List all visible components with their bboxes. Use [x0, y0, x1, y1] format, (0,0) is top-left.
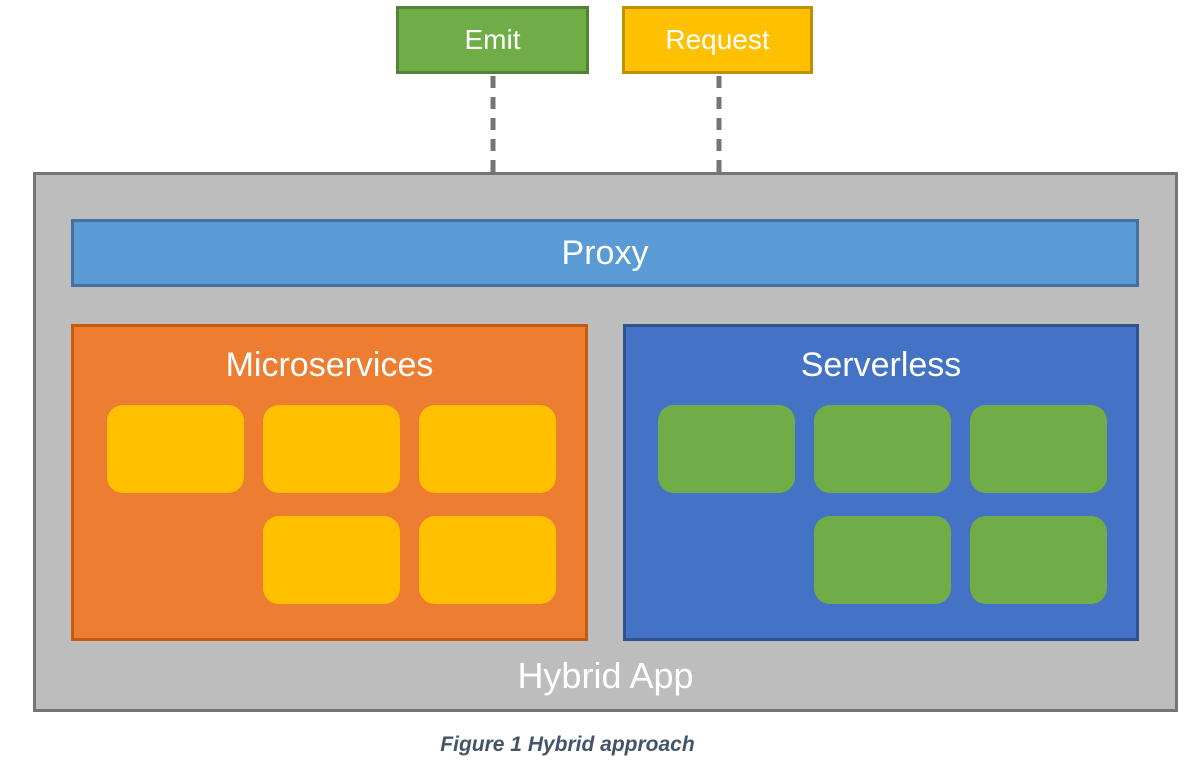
microservices-chip-row-2 [103, 516, 556, 604]
serverless-title: Serverless [800, 345, 962, 384]
microservice-chip [263, 516, 400, 604]
microservices-chip-grid [74, 403, 585, 604]
microservice-chip [263, 405, 400, 493]
proxy-bar: Proxy [71, 219, 1139, 287]
serverless-chip-row-2 [655, 516, 1107, 604]
serverless-chip [658, 405, 795, 493]
microservice-chip [419, 516, 556, 604]
hybrid-app-label: Hybrid App [33, 652, 1178, 700]
figure-caption-text: Figure 1 Hybrid approach [440, 733, 695, 756]
serverless-chip [970, 516, 1107, 604]
microservice-chip [419, 405, 556, 493]
serverless-chip-row-1 [655, 405, 1107, 493]
microservices-chip-row-1 [103, 405, 556, 493]
request-node: Request [622, 6, 813, 74]
figure-caption: Figure 1 Hybrid approach [0, 733, 1166, 757]
serverless-chip [970, 405, 1107, 493]
microservices-panel: Microservices [71, 324, 588, 641]
emit-node-label: Emit [464, 24, 521, 55]
microservices-title: Microservices [225, 345, 434, 384]
proxy-label: Proxy [561, 233, 649, 272]
microservice-chip [107, 405, 244, 493]
hybrid-app-label-text: Hybrid App [517, 655, 694, 696]
serverless-chip [814, 516, 951, 604]
request-node-label: Request [665, 24, 770, 55]
serverless-chip [814, 405, 951, 493]
serverless-chip-grid [626, 403, 1136, 604]
emit-node: Emit [396, 6, 589, 74]
serverless-panel: Serverless [623, 324, 1139, 641]
